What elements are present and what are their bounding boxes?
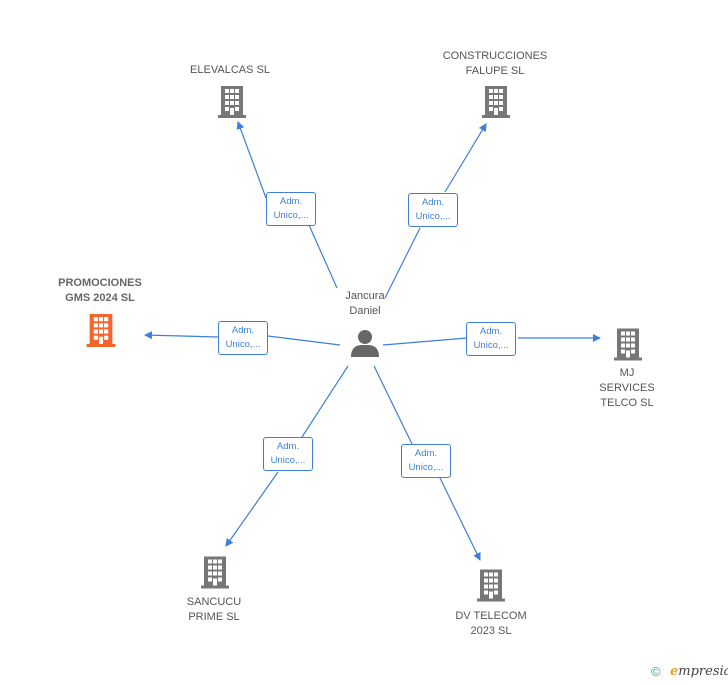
edge-label-sancucu[interactable]: Adm. Unico,... bbox=[263, 437, 313, 471]
brand-name: mpresia bbox=[678, 664, 728, 679]
edge-label-promociones[interactable]: Adm. Unico,... bbox=[218, 321, 268, 355]
edge-line-construcciones bbox=[384, 124, 486, 299]
edge-line-elevalcas bbox=[238, 122, 338, 289]
brand-logo: empresia bbox=[670, 664, 728, 679]
edge-line-sancucu bbox=[226, 365, 349, 546]
building-icon-construcciones bbox=[482, 86, 510, 118]
company-label-sancucu[interactable]: SANCUCU PRIME SL bbox=[186, 596, 242, 623]
company-label-construcciones[interactable]: CONSTRUCCIONES FALUPE SL bbox=[442, 50, 548, 77]
building-icon-mj-services bbox=[614, 328, 642, 361]
company-label-elevalcas[interactable]: ELEVALCAS SL bbox=[190, 64, 270, 76]
center-person-label[interactable]: Jancura Daniel bbox=[345, 290, 385, 317]
edge-label-dv-telecom[interactable]: Adm. Unico,... bbox=[401, 444, 451, 478]
copyright-symbol: © bbox=[651, 664, 661, 679]
edge-line-promociones bbox=[145, 335, 341, 346]
edge-label-mj-services[interactable]: Adm. Unico,... bbox=[466, 322, 516, 356]
brand-initial: e bbox=[670, 664, 679, 679]
building-icon-sancucu bbox=[201, 556, 229, 589]
company-label-dv-telecom[interactable]: DV TELECOM 2023 SL bbox=[455, 610, 527, 637]
building-icon-promociones bbox=[86, 314, 116, 347]
person-icon bbox=[351, 330, 379, 357]
edge-label-construcciones[interactable]: Adm. Unico,... bbox=[408, 193, 458, 227]
edge-line-mj-services bbox=[382, 338, 600, 345]
company-label-mj-services[interactable]: MJ SERVICES TELCO SL bbox=[599, 367, 655, 409]
edge-line-dv-telecom bbox=[373, 365, 480, 560]
edge-label-elevalcas[interactable]: Adm. Unico,... bbox=[266, 192, 316, 226]
company-label-promociones[interactable]: PROMOCIONES GMS 2024 SL bbox=[58, 277, 142, 304]
building-icon-dv-telecom bbox=[477, 569, 505, 602]
building-icon-elevalcas bbox=[218, 86, 246, 118]
